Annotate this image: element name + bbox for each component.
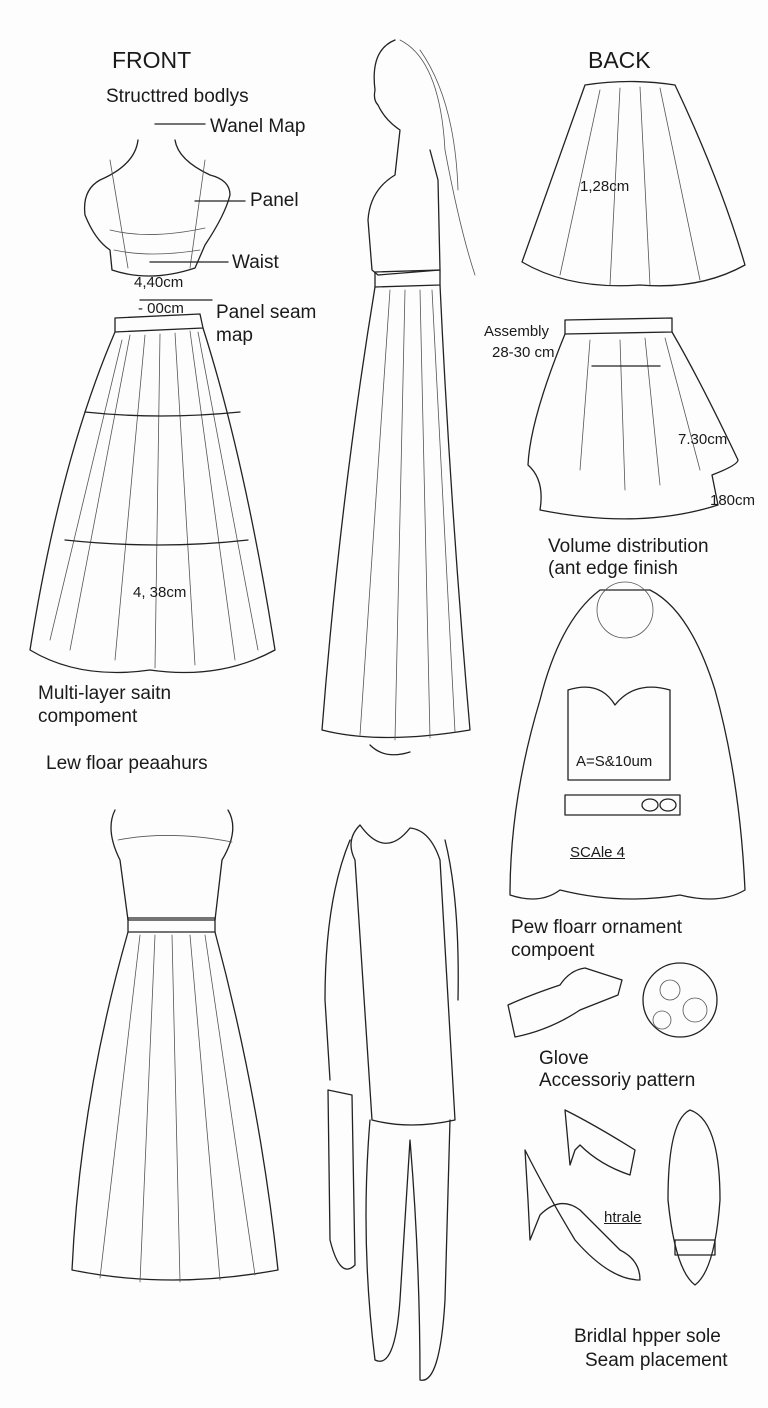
label-seam-placement: Seam placement (585, 1350, 728, 1371)
label-veil-measure: A=S&10um (576, 753, 653, 770)
label-panel-seam-map: map (216, 325, 253, 346)
profile-figure-drawing (321, 39, 476, 756)
label-assembly: Assembly (484, 323, 550, 340)
label-panel-seam: Panel seam (216, 302, 317, 323)
label-wanel-map: Wanel Map (210, 116, 306, 137)
shift-dress-drawing (324, 824, 459, 1381)
label-ornament-component: compoent (511, 940, 595, 961)
label-bodice-measure: 4,40cm (134, 274, 184, 291)
accessories-drawing (507, 962, 721, 1286)
label-back-skirt-measure: 1,28cm (580, 178, 630, 195)
label-structured-bodice: Structtred bodlys (106, 86, 249, 107)
front-skirt-drawing (29, 313, 276, 674)
label-compoment: compoment (38, 706, 138, 727)
label-assembly-measure: 28-30 cm (492, 344, 555, 361)
label-panel: Panel (250, 190, 299, 211)
label-multilayer: Multi-layer saitn (38, 683, 172, 704)
label-accessory-pattern: Accessoriy pattern (539, 1070, 696, 1091)
label-ornament: Pew floarr ornament (511, 917, 683, 938)
lace-dress-drawing (71, 809, 279, 1283)
label-hem-measure-2: 180cm (710, 492, 756, 509)
back-skirt-drawing (521, 80, 746, 520)
label-skirt-measure: 4, 38cm (133, 584, 187, 601)
label-bridal-sole: Bridlal hpper sole (574, 1326, 721, 1347)
front-heading: FRONT (112, 47, 192, 73)
veil-drawing (509, 581, 746, 900)
label-waistband-measure: - 00cm (138, 300, 184, 317)
label-hem-measure: 7.30cm (678, 431, 728, 448)
front-bodice-drawing (83, 123, 246, 301)
label-scale: SCAle 4 (570, 844, 626, 861)
label-edge-finish: (ant edge finish (548, 558, 678, 579)
label-waist: Waist (232, 252, 279, 273)
label-volume-distribution: Volume distribution (548, 536, 709, 557)
back-heading: BACK (588, 47, 651, 73)
label-glove: Glove (539, 1048, 589, 1069)
label-lew-floar: Lew floar peaahurs (46, 753, 208, 774)
label-shoe-scale: htrale (604, 1209, 642, 1226)
